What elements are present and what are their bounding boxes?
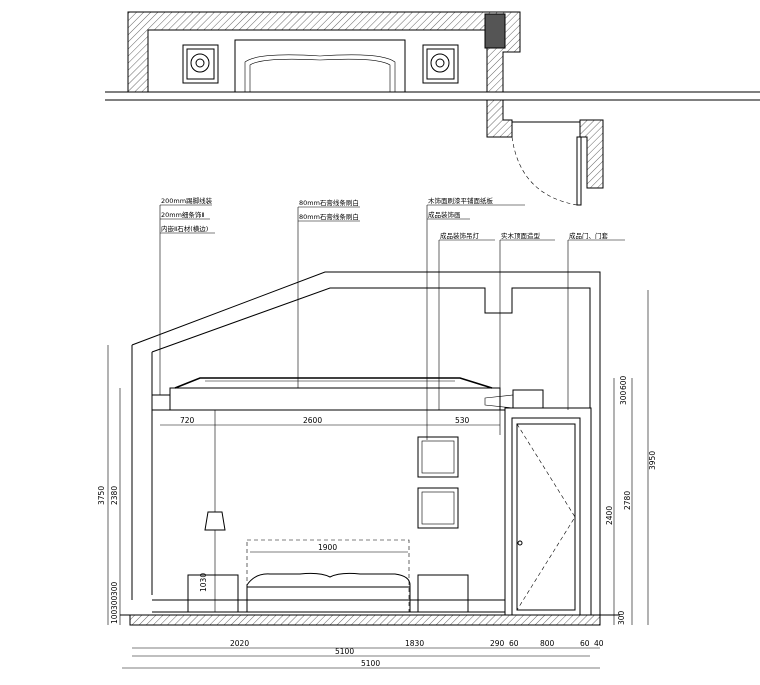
door-swing <box>516 423 576 611</box>
plan-nightstand-right <box>422 44 459 84</box>
plan-door-wall-left <box>486 99 513 138</box>
dim-label: 2020 <box>230 639 249 648</box>
door-frame <box>504 407 592 616</box>
plan-nightstand-left <box>182 44 219 84</box>
annotation-text: 内嵌Ⅱ石材(横边) <box>161 224 208 233</box>
bed <box>246 572 411 612</box>
dim-label: 60 <box>509 639 519 648</box>
dim-label: 300 <box>110 581 119 596</box>
dim-label: 5100 <box>335 647 354 656</box>
dim-label: 2780 <box>623 491 632 510</box>
annotation-text: 实木顶面造型 <box>501 231 541 240</box>
plan-column <box>484 13 506 49</box>
plan-bed <box>234 39 406 93</box>
annotation-text: 80mm石膏线条刷白 <box>299 198 359 207</box>
annotations: 200mm踢脚线装 20mm细条饰Ⅱ 内嵌Ⅱ石材(横边) 80mm石膏线条刷白 … <box>159 196 625 440</box>
annotation-text: 20mm细条饰Ⅱ <box>161 210 205 219</box>
dim-label: 3950 <box>648 451 657 470</box>
dim-label: 720 <box>180 416 195 425</box>
elevation-view <box>120 271 620 626</box>
dim-label: 3750 <box>97 486 106 505</box>
dim-label: 300 <box>619 390 628 405</box>
dim-label: 1900 <box>318 543 337 552</box>
annotation-text: 成品装饰画 <box>428 210 461 219</box>
door-leaf <box>511 417 581 616</box>
plan-door-wall-right <box>579 119 604 189</box>
pendant-lamp <box>204 511 226 531</box>
dim-label: 60 <box>580 639 590 648</box>
dim-label: 1830 <box>405 639 424 648</box>
dim-label: 600 <box>619 375 628 390</box>
wall-art-bottom <box>417 487 459 529</box>
annotation-text: 成品装饰吊灯 <box>440 231 480 240</box>
dim-label: 1030 <box>199 573 208 592</box>
dim-label: 2380 <box>110 486 119 505</box>
plan-door-leaf <box>576 136 582 206</box>
nightstand-left <box>187 574 239 613</box>
floor-slab <box>129 614 601 626</box>
sloped-ceiling <box>131 271 601 615</box>
dim-label: 290 <box>490 639 505 648</box>
dim-label: 300 <box>617 610 626 625</box>
dimension-lines: 720 2600 530 1900 1030 2020 1830 290 60 … <box>97 290 657 669</box>
dim-label: 40 <box>594 639 604 648</box>
dim-label: 2600 <box>303 416 322 425</box>
dim-label: 2400 <box>605 506 614 525</box>
plan-door-swing <box>511 136 578 206</box>
plan-view <box>105 11 760 206</box>
annotation-text: 成品门、门套 <box>569 231 609 240</box>
wall-art-top <box>417 436 459 478</box>
dim-label: 530 <box>455 416 470 425</box>
dim-label: 100 <box>110 609 119 624</box>
dim-label: 5100 <box>361 659 380 668</box>
annotation-text: 200mm踢脚线装 <box>161 196 213 205</box>
ceiling-soffit <box>169 387 501 411</box>
wall-light <box>512 389 544 409</box>
dim-label: 300 <box>110 595 119 610</box>
nightstand-right <box>417 574 469 613</box>
annotation-text: 80mm石膏线条刷白 <box>299 212 359 221</box>
annotation-text: 木饰面刷漆平铺面纸板 <box>428 196 494 205</box>
dim-label: 800 <box>540 639 555 648</box>
